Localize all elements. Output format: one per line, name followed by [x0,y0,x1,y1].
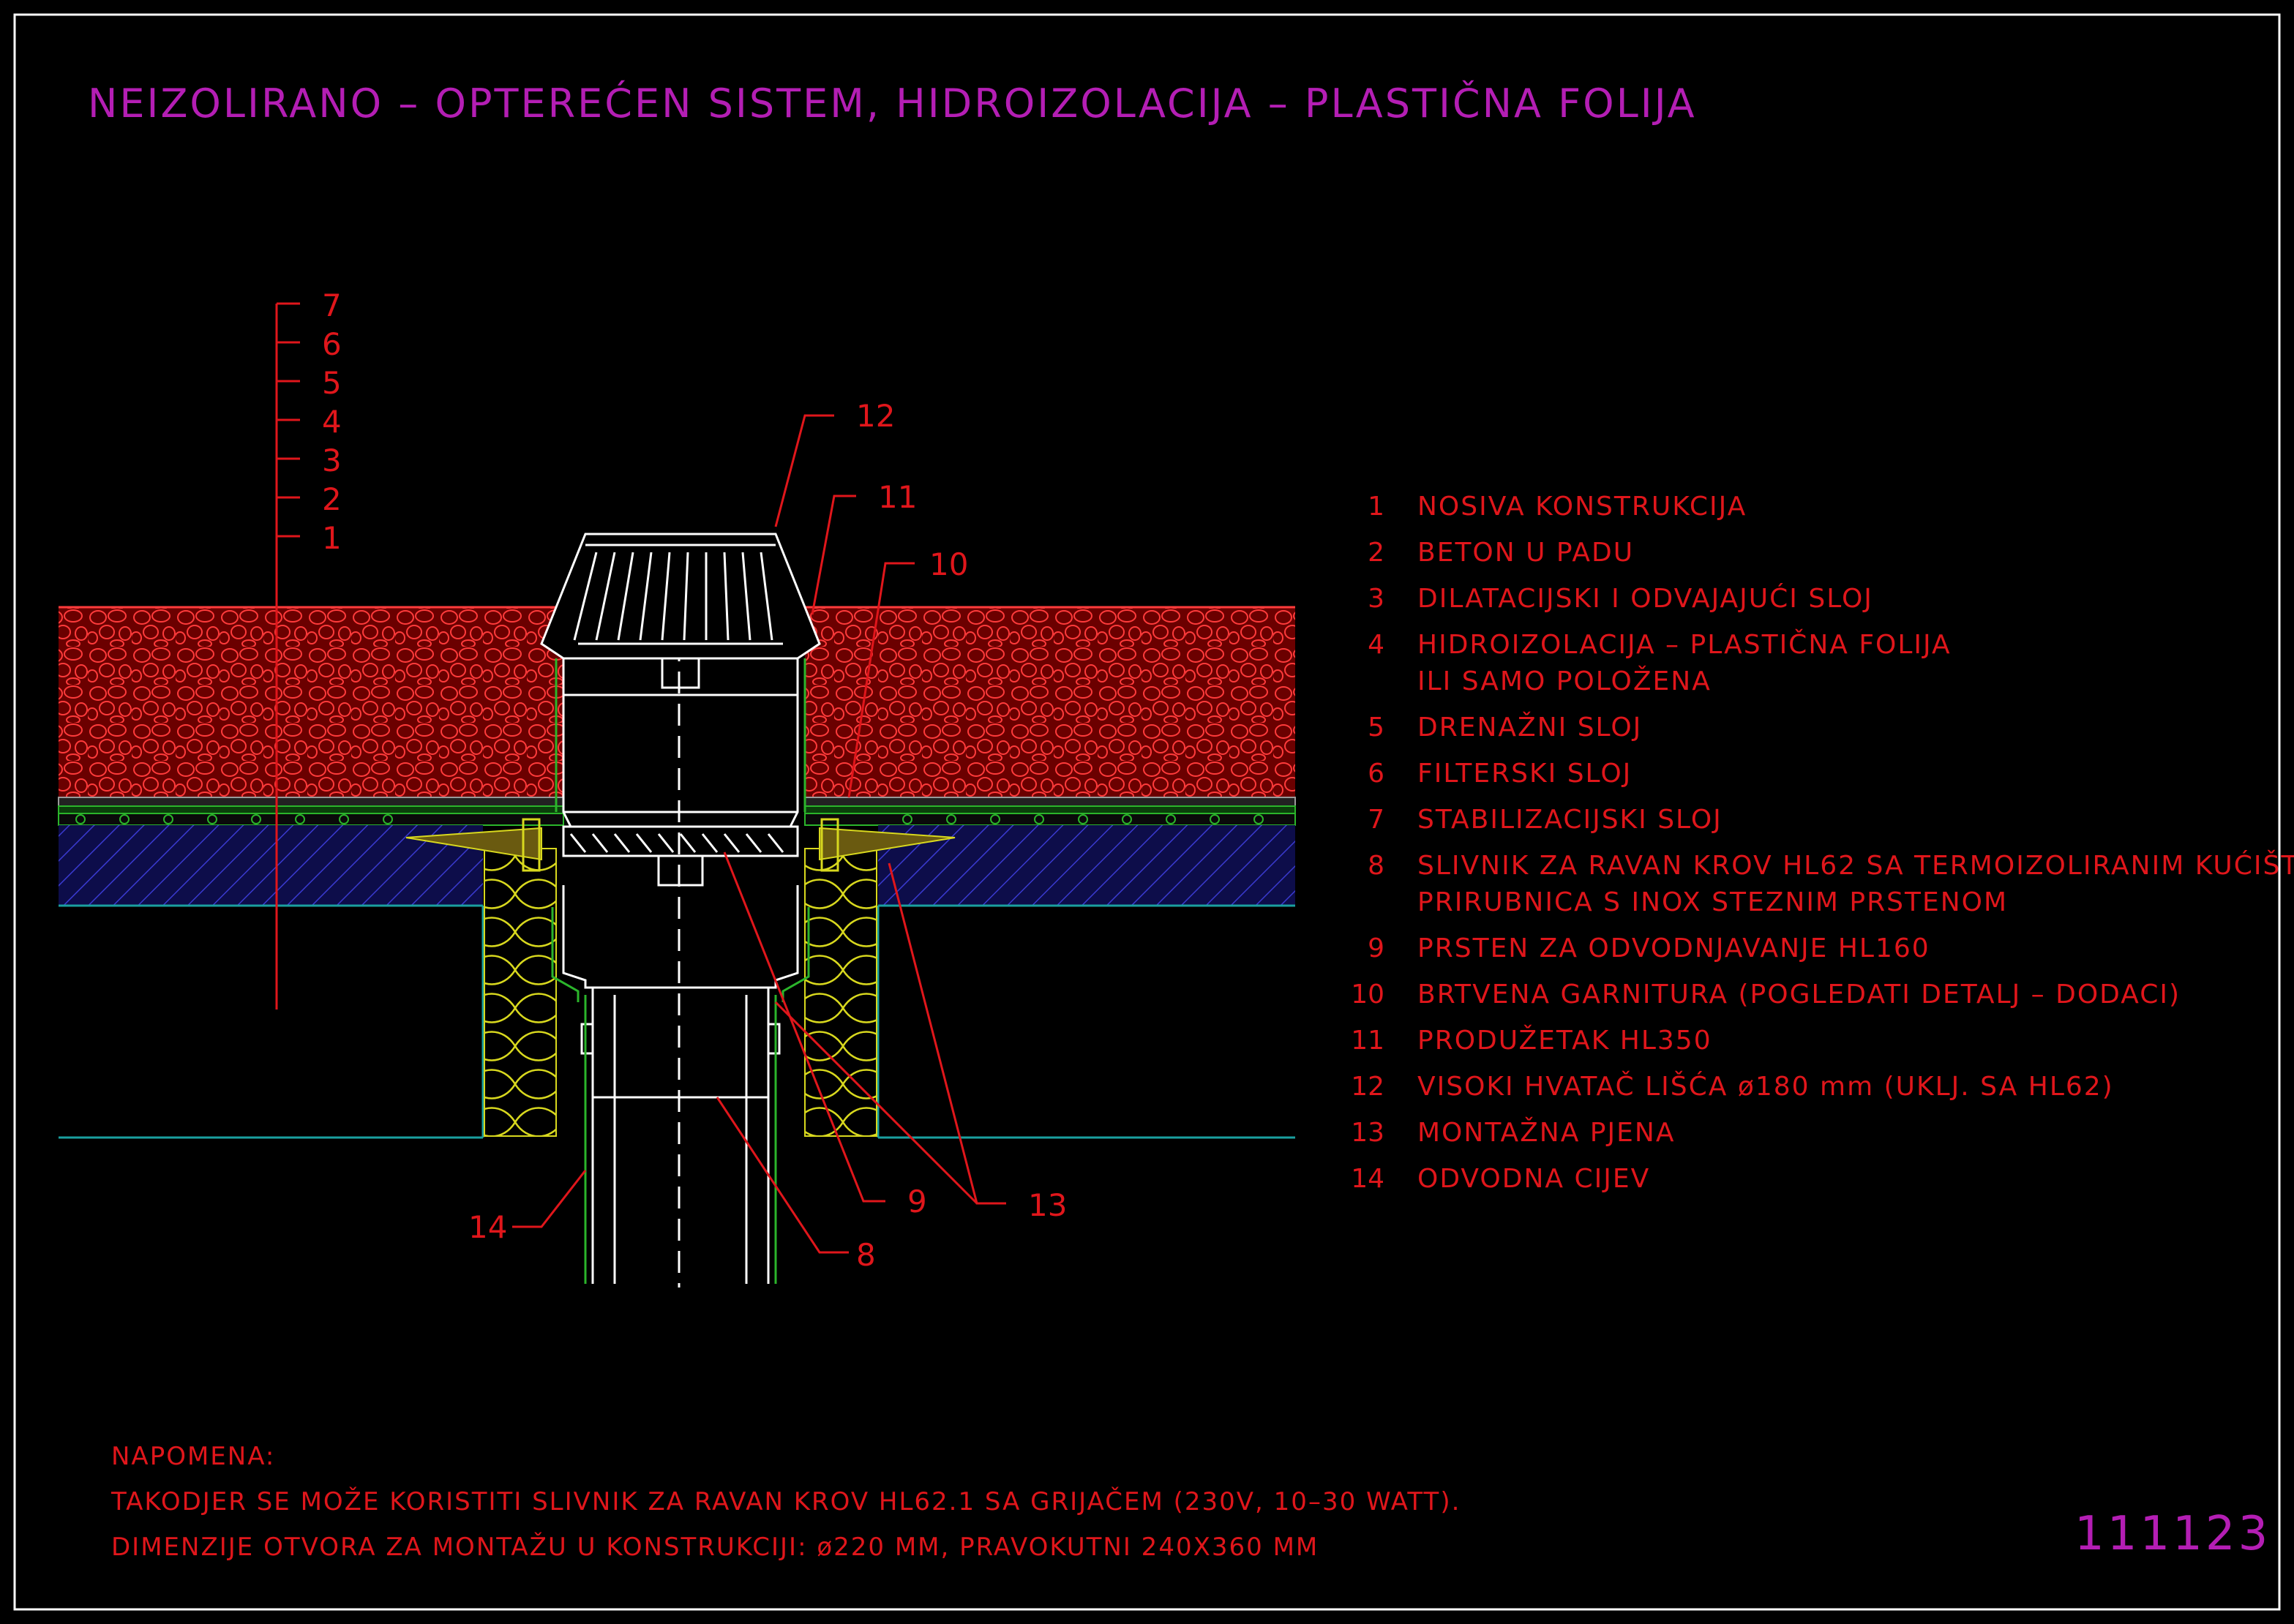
legend-number: 14 [1351,1164,1384,1194]
legend-text: STABILIZACIJSKI SLOJ [1417,805,1723,835]
legend-text: NOSIVA KONSTRUKCIJA [1417,492,1747,522]
leader-lines [512,414,1006,1254]
layer-scale [275,302,300,1010]
callout-9: 9 [907,1184,927,1219]
legend-text: PRIRUBNICA S INOX STEZNIM PRSTENOM [1417,887,2008,917]
sheet-border [13,13,2281,1611]
legend-number: 12 [1351,1072,1384,1102]
legend-text: BETON U PADU [1417,538,1634,568]
legend-number: 6 [1368,759,1384,789]
callout-12: 12 [856,398,895,434]
legend-text: ILI SAMO POLOŽENA [1417,666,1712,696]
legend-text: MONTAŽNA PJENA [1417,1117,1675,1148]
notes: NAPOMENA: TAKODJER SE MOŽE KORISTITI SLI… [110,1442,1461,1562]
scale-label-3: 3 [322,443,342,478]
flange-right [819,827,956,861]
legend-number: 2 [1368,538,1384,568]
legend-number: 3 [1368,584,1384,614]
legend-text: PRSTEN ZA ODVODNJAVANJE HL160 [1417,933,1930,963]
section-drawing: 7 6 5 4 3 2 1 12 11 10 9 13 8 14 [58,287,1296,1287]
mounting-foam [805,849,877,1136]
legend-text: BRTVENA GARNITURA (POGLEDATI DETALJ – DO… [1417,980,2181,1010]
legend-text: SLIVNIK ZA RAVAN KROV HL62 SA TERMOIZOLI… [1417,850,2294,881]
scale-label-2: 2 [322,481,342,517]
callout-14: 14 [468,1209,507,1245]
notes-line-2: DIMENZIJE OTVORA ZA MONTAŽU U KONSTRUKCI… [111,1532,1319,1562]
flange-left [405,827,542,861]
legend-number: 9 [1368,933,1384,963]
legend-text: FILTERSKI SLOJ [1417,759,1632,789]
legend-text: PRODUŽETAK HL350 [1417,1025,1712,1056]
drawing-number: 111123 [2074,1507,2271,1561]
notes-line-1: TAKODJER SE MOŽE KORISTITI SLIVNIK ZA RA… [110,1486,1461,1516]
notes-heading: NAPOMENA: [111,1442,275,1471]
gravel-layer [805,607,1295,797]
drawing-title: NEIZOLIRANO – OPTEREĆEN SISTEM, HIDROIZO… [88,80,1697,127]
layer-scale-labels: 7 6 5 4 3 2 1 [322,287,342,556]
legend-number: 1 [1368,492,1384,522]
legend-text: ODVODNA CIJEV [1417,1164,1650,1194]
membrane-layers [58,797,1296,826]
legend-number: 7 [1368,805,1384,835]
scale-label-6: 6 [322,326,342,362]
scale-label-7: 7 [322,287,342,323]
scale-label-5: 5 [322,365,342,401]
legend-number: 10 [1351,980,1384,1010]
legend-number: 4 [1368,630,1384,660]
callout-11: 11 [878,479,917,515]
legend-text: HIDROIZOLACIJA – PLASTIČNA FOLIJA [1417,629,1952,660]
callout-13: 13 [1028,1187,1067,1223]
legend-number: 11 [1351,1026,1384,1056]
gravel-layer [59,607,563,797]
callout-10: 10 [929,546,968,582]
leaf-guard [540,533,821,660]
drain-body [522,607,839,1287]
scale-label-1: 1 [322,520,342,556]
scale-label-4: 4 [322,404,342,440]
legend: 1 NOSIVA KONSTRUKCIJA 2 BETON U PADU 3 DILATA… [1351,492,2294,1194]
mounting-foam [484,849,556,1136]
legend-text: DILATACIJSKI I ODVAJAJUĆI SLOJ [1417,583,1873,614]
legend-number: 5 [1368,713,1384,743]
legend-number: 13 [1351,1118,1384,1148]
legend-number: 8 [1368,851,1384,881]
legend-text: DRENAŽNI SLOJ [1417,712,1642,743]
legend-text: VISOKI HVATAČ LIŠĆA ø180 mm (UKLJ. SA HL… [1417,1071,2114,1102]
callout-8: 8 [856,1237,876,1273]
